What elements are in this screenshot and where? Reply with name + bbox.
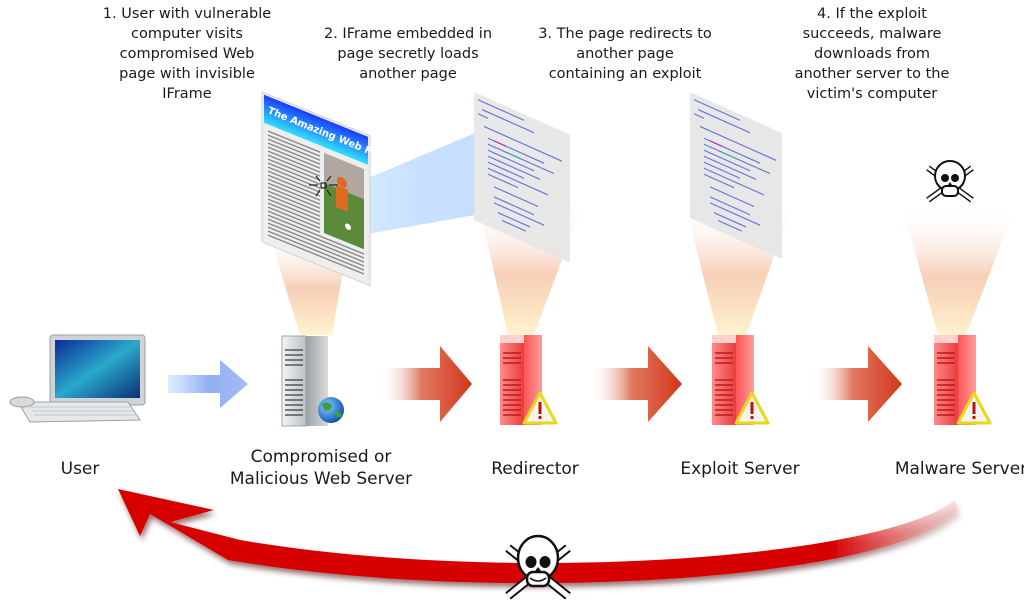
blue-arrow xyxy=(168,360,248,408)
red-arrow-3 xyxy=(812,346,902,422)
iframe-beam xyxy=(340,133,475,238)
compromised-webpage xyxy=(261,91,371,287)
node-label-redirector: Redirector xyxy=(491,459,579,479)
iframe-crosshair-icon xyxy=(309,175,338,197)
node-label-exploit-server: Exploit Server xyxy=(680,459,800,479)
skull-crossbones-icon xyxy=(505,534,571,600)
warning-icon xyxy=(956,391,992,425)
step-2-text: 2. IFrame embedded in page secretly load… xyxy=(323,26,493,82)
warning-icon xyxy=(522,391,558,425)
redirector-server-icon xyxy=(500,335,558,425)
step-4-text: 4. If the exploit succeeds, malware down… xyxy=(794,6,950,102)
web-server-globe-icon xyxy=(281,335,344,427)
node-label-user: User xyxy=(60,459,100,479)
warning-icon xyxy=(734,391,770,425)
red-arrow-2 xyxy=(590,346,682,422)
exploit-code-page-2 xyxy=(690,92,782,259)
step-1-text: 1. User with vulnerable computer visits … xyxy=(102,6,272,102)
step-3-text: 3. The page redirects to another page co… xyxy=(538,26,712,82)
exploit-code-page-1 xyxy=(474,92,570,263)
desktop-computer-icon xyxy=(9,334,146,423)
exploit-server-icon xyxy=(712,335,770,425)
node-label-malware-server: Malware Server xyxy=(894,459,1024,479)
red-arrow-1 xyxy=(380,346,472,422)
malware-server-icon xyxy=(934,335,992,425)
node-label-web-server: Compromised or Malicious Web Server xyxy=(229,447,413,489)
return-arrow xyxy=(118,489,958,584)
skull-crossbones-icon xyxy=(926,160,974,203)
beam-malware-server xyxy=(902,205,1016,335)
